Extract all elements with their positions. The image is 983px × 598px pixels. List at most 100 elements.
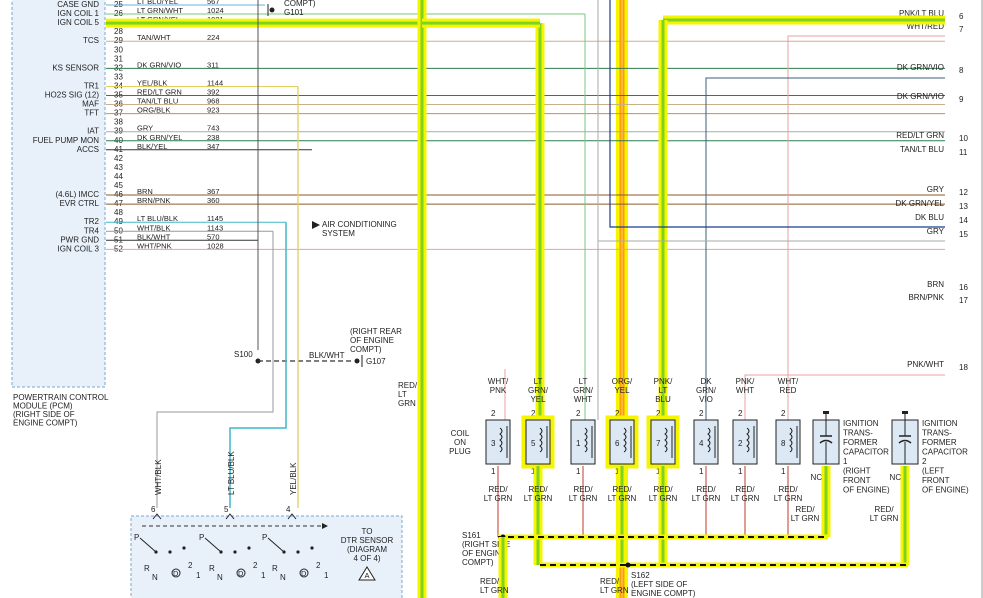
dtr-contact [182, 546, 186, 550]
pcm-pin-name-47: EVR CTRL [59, 199, 99, 208]
feed-label: LT [398, 390, 407, 399]
g101-top-text: COMPT) [284, 0, 316, 8]
s162-label: S162 [631, 571, 650, 580]
g107-label: G107 [366, 357, 386, 366]
coil-on-plug-label: ON [454, 438, 466, 447]
coil-pin-1: 1 [491, 467, 496, 476]
dtr-to-label: 4 OF 4) [353, 554, 380, 563]
cap-plate-curved [898, 439, 912, 444]
pcm-pin-name-27: IGN COIL 5 [58, 18, 100, 27]
pin-circuit-40: 238 [207, 133, 220, 142]
dtr-sensor-box [130, 515, 403, 598]
coil-on-plug-1 [570, 419, 596, 465]
coil-bottom-label-2: LT GRN [484, 494, 513, 503]
g101-dot [269, 7, 275, 13]
dtr-wire-wht-blk [156, 231, 274, 508]
coil-winding-icon [664, 427, 668, 453]
pin-circuit-34: 1144 [207, 78, 223, 87]
pcm-pin-number-42: 42 [114, 154, 123, 163]
pcm-pin-name-39: IAT [87, 127, 99, 136]
dtr-wire-label-2: LT BLU/BLK [227, 451, 236, 495]
coil-wire-label-7: PNK/ [654, 377, 673, 386]
capacitor-1-label: CAPACITOR [843, 448, 889, 457]
pcm-pin-number-28: 28 [114, 27, 123, 36]
coil-winding-icon [707, 427, 711, 453]
dtr-pos-2: 2 [253, 561, 258, 570]
coil-number-7: 7 [656, 439, 661, 448]
right-wire-num-14: 14 [959, 216, 968, 225]
dtr-contact [154, 550, 158, 554]
capacitor-2-label: CAPACITOR [922, 448, 968, 457]
coil-on-plug-5 [525, 419, 551, 465]
capacitor-2-label: TRANS- [922, 429, 952, 438]
coil-number-2: 2 [738, 439, 743, 448]
pin-circuit-39: 743 [207, 124, 220, 133]
pcm-pin-name-52: IGN COIL 3 [58, 244, 100, 253]
coil-winding-icon [623, 427, 627, 453]
dtr-contact [233, 550, 237, 554]
dtr-switch-label-p: P [199, 533, 204, 542]
bottom-feed-label-2: LT GRN [480, 586, 509, 595]
pcm-pin-number-26: 26 [114, 9, 123, 18]
pin-circuit-49: 1145 [207, 214, 223, 223]
capacitor-1-label: IGNITION [843, 419, 879, 428]
right-wire-label-13: DK GRN/YEL [896, 199, 945, 208]
coil-on-plug-3 [485, 419, 511, 465]
coil-wire-label-6: ORG/ [612, 377, 633, 386]
coil-pin-2: 2 [781, 409, 786, 418]
dtr-pos-2: 2 [316, 561, 321, 570]
coil-wire-label-4: VIO [699, 395, 713, 404]
capacitor-1-label: FRONT [843, 476, 871, 485]
dtr-switch-arm [204, 537, 222, 553]
dtr-wire-lt-blu-blk [229, 222, 287, 508]
coil-bottom-label: RED/ [528, 485, 548, 494]
dtr-pos-1: 1 [261, 571, 266, 580]
coil-wire-label-5: LT [534, 377, 543, 386]
capacitor-2-label: FORMER [922, 438, 957, 447]
pin-wire-label-41: BLK/YEL [137, 142, 167, 151]
bottom-feed-label-4: LT GRN [600, 586, 629, 595]
coil-number-3: 3 [491, 439, 496, 448]
pin-circuit-46: 367 [207, 187, 220, 196]
cap-terminal [902, 411, 908, 414]
ac-arrow-icon [312, 221, 320, 229]
pin-wire-label-34: YEL/BLK [137, 78, 167, 87]
pin-wire-label-47: BRN/PNK [137, 196, 170, 205]
right-wire-num-17: 17 [959, 296, 968, 305]
pcm-pin-name-41: ACCS [77, 145, 99, 154]
right-wire-label-17: BRN/PNK [908, 293, 944, 302]
coil-wire-label-3: PNK [490, 386, 507, 395]
pcm-title-line: (RIGHT SIDE OF [13, 410, 75, 419]
pin-wire-label-52: WHT/PNK [137, 241, 172, 250]
right-wire-num-8: 8 [959, 66, 964, 75]
pcm-title-line: MODULE (PCM) [13, 402, 73, 411]
pcm-pin-number-44: 44 [114, 172, 123, 181]
dtr-pos-r: R [209, 564, 215, 573]
coil-winding-icon [746, 427, 750, 453]
pin-circuit-41: 347 [207, 142, 220, 151]
right-wire-num-7: 7 [959, 25, 964, 34]
capacitor-1-label: TRANS- [843, 429, 873, 438]
coil-bottom-label-2: LT GRN [692, 494, 721, 503]
g101-label: G101 [284, 8, 304, 17]
pin-circuit-35: 392 [207, 88, 220, 97]
right-wire-label-12: GRY [927, 185, 945, 194]
wire-7 [787, 35, 945, 420]
cap-terminal [823, 411, 829, 414]
coil-bottom-label-2: LT GRN [569, 494, 598, 503]
coil-on-plug-7 [650, 419, 676, 465]
dtr-pos-r: R [272, 564, 278, 573]
dtr-pin-terminal [287, 513, 297, 520]
coil-wire-label-1: LT [579, 377, 588, 386]
capacitor-1-label: FORMER [843, 438, 878, 447]
right-wire-num-18: 18 [959, 363, 968, 372]
pcm-title-line: ENGINE COMPT) [13, 419, 78, 428]
coil-pin-2: 2 [656, 409, 661, 418]
coil-number-5: 5 [531, 439, 536, 448]
coil-wire-label-3: WHT/ [488, 377, 509, 386]
coil-pin-1: 1 [781, 467, 786, 476]
pcm-pin-name-34: TR1 [84, 81, 100, 90]
coil-bottom-label-2: LT GRN [524, 494, 553, 503]
right-wire-label-9: DK GRN/VIO [897, 92, 944, 101]
